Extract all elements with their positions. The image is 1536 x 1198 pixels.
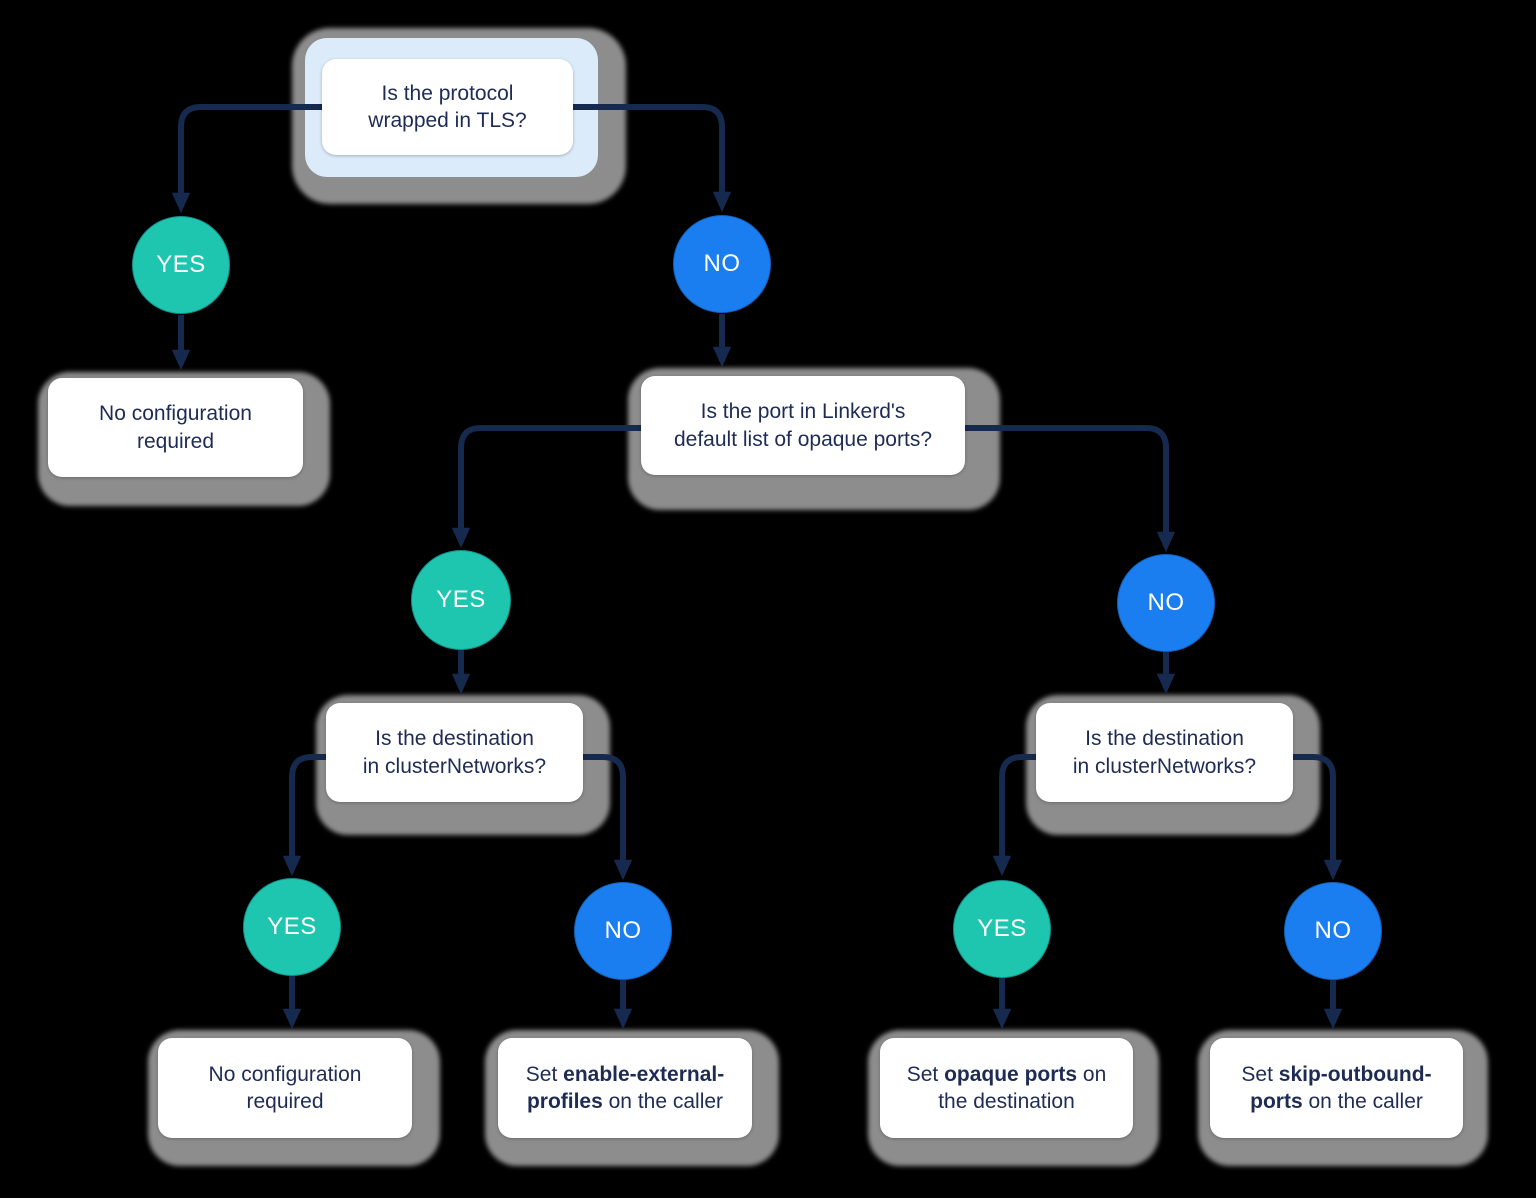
card-line: Is the destination xyxy=(375,725,534,753)
card-line: Set enable-external- xyxy=(526,1061,724,1089)
yes-label: YES xyxy=(156,251,206,278)
yes-circle-cluster-right: YES xyxy=(953,880,1051,978)
yes-circle-root: YES xyxy=(132,216,230,314)
text-bold: opaque ports xyxy=(944,1062,1078,1086)
text: Set xyxy=(906,1062,945,1086)
card-line: Is the destination xyxy=(1085,725,1244,753)
no-circle-opaque: NO xyxy=(1117,554,1215,652)
no-circle-cluster-right: NO xyxy=(1284,882,1382,980)
text: Set xyxy=(1241,1062,1279,1086)
text: Is the destination xyxy=(375,727,534,750)
text-bold: enable-external- xyxy=(563,1062,725,1086)
edge-clusterright-yes xyxy=(992,754,1164,877)
text-bold: skip-outbound- xyxy=(1278,1062,1432,1086)
yes-circle-cluster-left: YES xyxy=(243,878,341,976)
card-line: required xyxy=(246,1088,323,1116)
edge-clusterleft-no xyxy=(454,754,633,881)
text-bold: ports xyxy=(1250,1090,1303,1113)
opaque-ports-action-card: Set opaque ports on the destination xyxy=(880,1038,1133,1138)
opaque-ports-question-card: Is the port in Linkerd's default list of… xyxy=(641,376,965,475)
root-question-card: Is the protocol wrapped in TLS? xyxy=(322,59,573,155)
no-label: NO xyxy=(703,250,741,277)
skip-outbound-ports-card: Set skip-outbound- ports on the caller xyxy=(1210,1038,1463,1138)
card-line: Set skip-outbound- xyxy=(1241,1061,1431,1089)
card-line: Is the port in Linkerd's xyxy=(701,398,906,426)
text: No configuration xyxy=(208,1062,362,1086)
no-circle-root: NO xyxy=(673,215,771,313)
cluster-networks-left-card: Is the destination in clusterNetworks? xyxy=(326,703,583,802)
no-config-bottom-card: No configuration required xyxy=(158,1038,412,1138)
card-line: ports on the caller xyxy=(1250,1088,1423,1116)
yes-circle-opaque: YES xyxy=(411,550,511,650)
card-line: required xyxy=(137,428,214,456)
yes-label: YES xyxy=(267,913,317,940)
edge-opaque-no xyxy=(802,425,1176,553)
text: Is the port in Linkerd's xyxy=(700,400,906,423)
text: in clusterNetworks? xyxy=(1072,754,1257,778)
text: on the caller xyxy=(1302,1090,1423,1113)
text-bold: profiles xyxy=(526,1090,603,1113)
cluster-networks-right-card: Is the destination in clusterNetworks? xyxy=(1036,703,1293,802)
card-line: Set opaque ports on xyxy=(907,1061,1107,1089)
text: required xyxy=(136,429,215,453)
yes-label: YES xyxy=(977,915,1027,942)
edge-root-no xyxy=(447,104,732,213)
card-line: profiles on the caller xyxy=(527,1088,723,1116)
edge-root-yes xyxy=(171,104,447,214)
text: Set xyxy=(525,1062,564,1086)
edge-clusterleft-yes xyxy=(282,754,454,877)
card-line: in clusterNetworks? xyxy=(363,753,546,781)
text: on the caller xyxy=(602,1090,724,1113)
no-label: NO xyxy=(604,917,642,944)
text: on xyxy=(1077,1062,1107,1086)
no-label: NO xyxy=(1147,589,1185,616)
edge-opaque-yes xyxy=(451,425,802,549)
text: wrapped in TLS? xyxy=(368,109,527,132)
card-line: No configuration xyxy=(209,1061,362,1089)
card-line: the destination xyxy=(938,1088,1075,1116)
text: the destination xyxy=(938,1090,1075,1113)
no-label: NO xyxy=(1314,917,1352,944)
text: in clusterNetworks? xyxy=(362,754,547,778)
card-line: default list of opaque ports? xyxy=(674,426,932,454)
text: Is the protocol xyxy=(381,81,514,105)
card-line: in clusterNetworks? xyxy=(1073,753,1256,781)
card-line: Is the protocol xyxy=(382,80,514,108)
text: default list of opaque ports? xyxy=(673,427,932,451)
text: No configuration xyxy=(99,402,252,425)
text: required xyxy=(246,1090,324,1113)
no-config-top-card: No configuration required xyxy=(48,378,303,477)
card-line: wrapped in TLS? xyxy=(368,107,526,135)
card-line: No configuration xyxy=(99,400,252,428)
edge-clusterright-no xyxy=(1164,754,1343,881)
text: Is the destination xyxy=(1085,727,1244,750)
no-circle-cluster-left: NO xyxy=(574,882,672,980)
enable-external-profiles-card: Set enable-external- profiles on the cal… xyxy=(498,1038,752,1138)
yes-label: YES xyxy=(436,586,486,613)
